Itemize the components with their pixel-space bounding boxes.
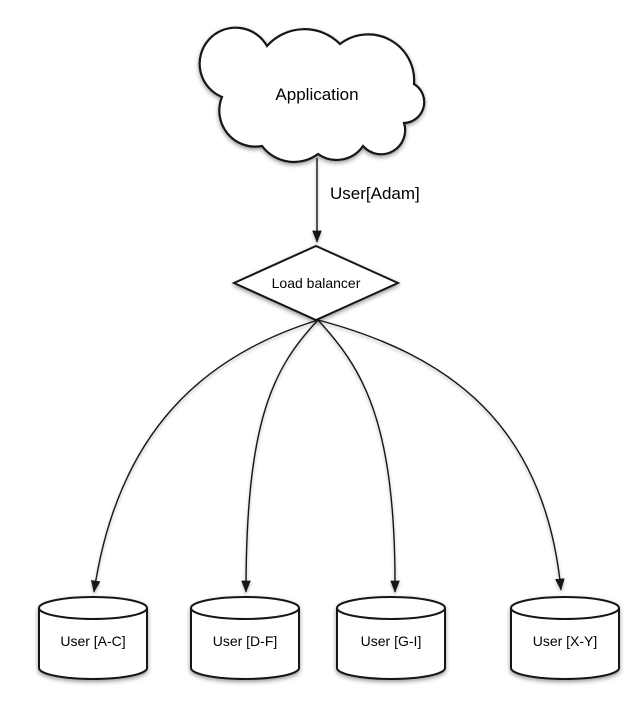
shard-cylinder-2 [190,596,300,680]
route-arrow-shard-4 [317,319,565,591]
shard-label-2: User [D-F] [212,633,278,649]
application-cloud-shape [198,26,426,164]
shard-label-1: User [A-C] [60,633,126,649]
load-balancer-node-label: Load balancer [271,275,361,291]
application-node-label: Application [275,85,359,104]
route-arrow-shard-1 [90,319,319,593]
shard-label-3: User [G-I] [360,633,422,649]
route-arrow-shard-2 [241,319,319,593]
shard-cylinder-3 [336,596,446,680]
shard-cylinder-1 [38,596,148,680]
shard-label-4: User [X-Y] [532,633,598,649]
route-arrow-shard-3 [317,319,400,593]
shard-cylinder-4 [510,596,620,680]
request-arrow-label: User[Adam] [330,184,420,203]
